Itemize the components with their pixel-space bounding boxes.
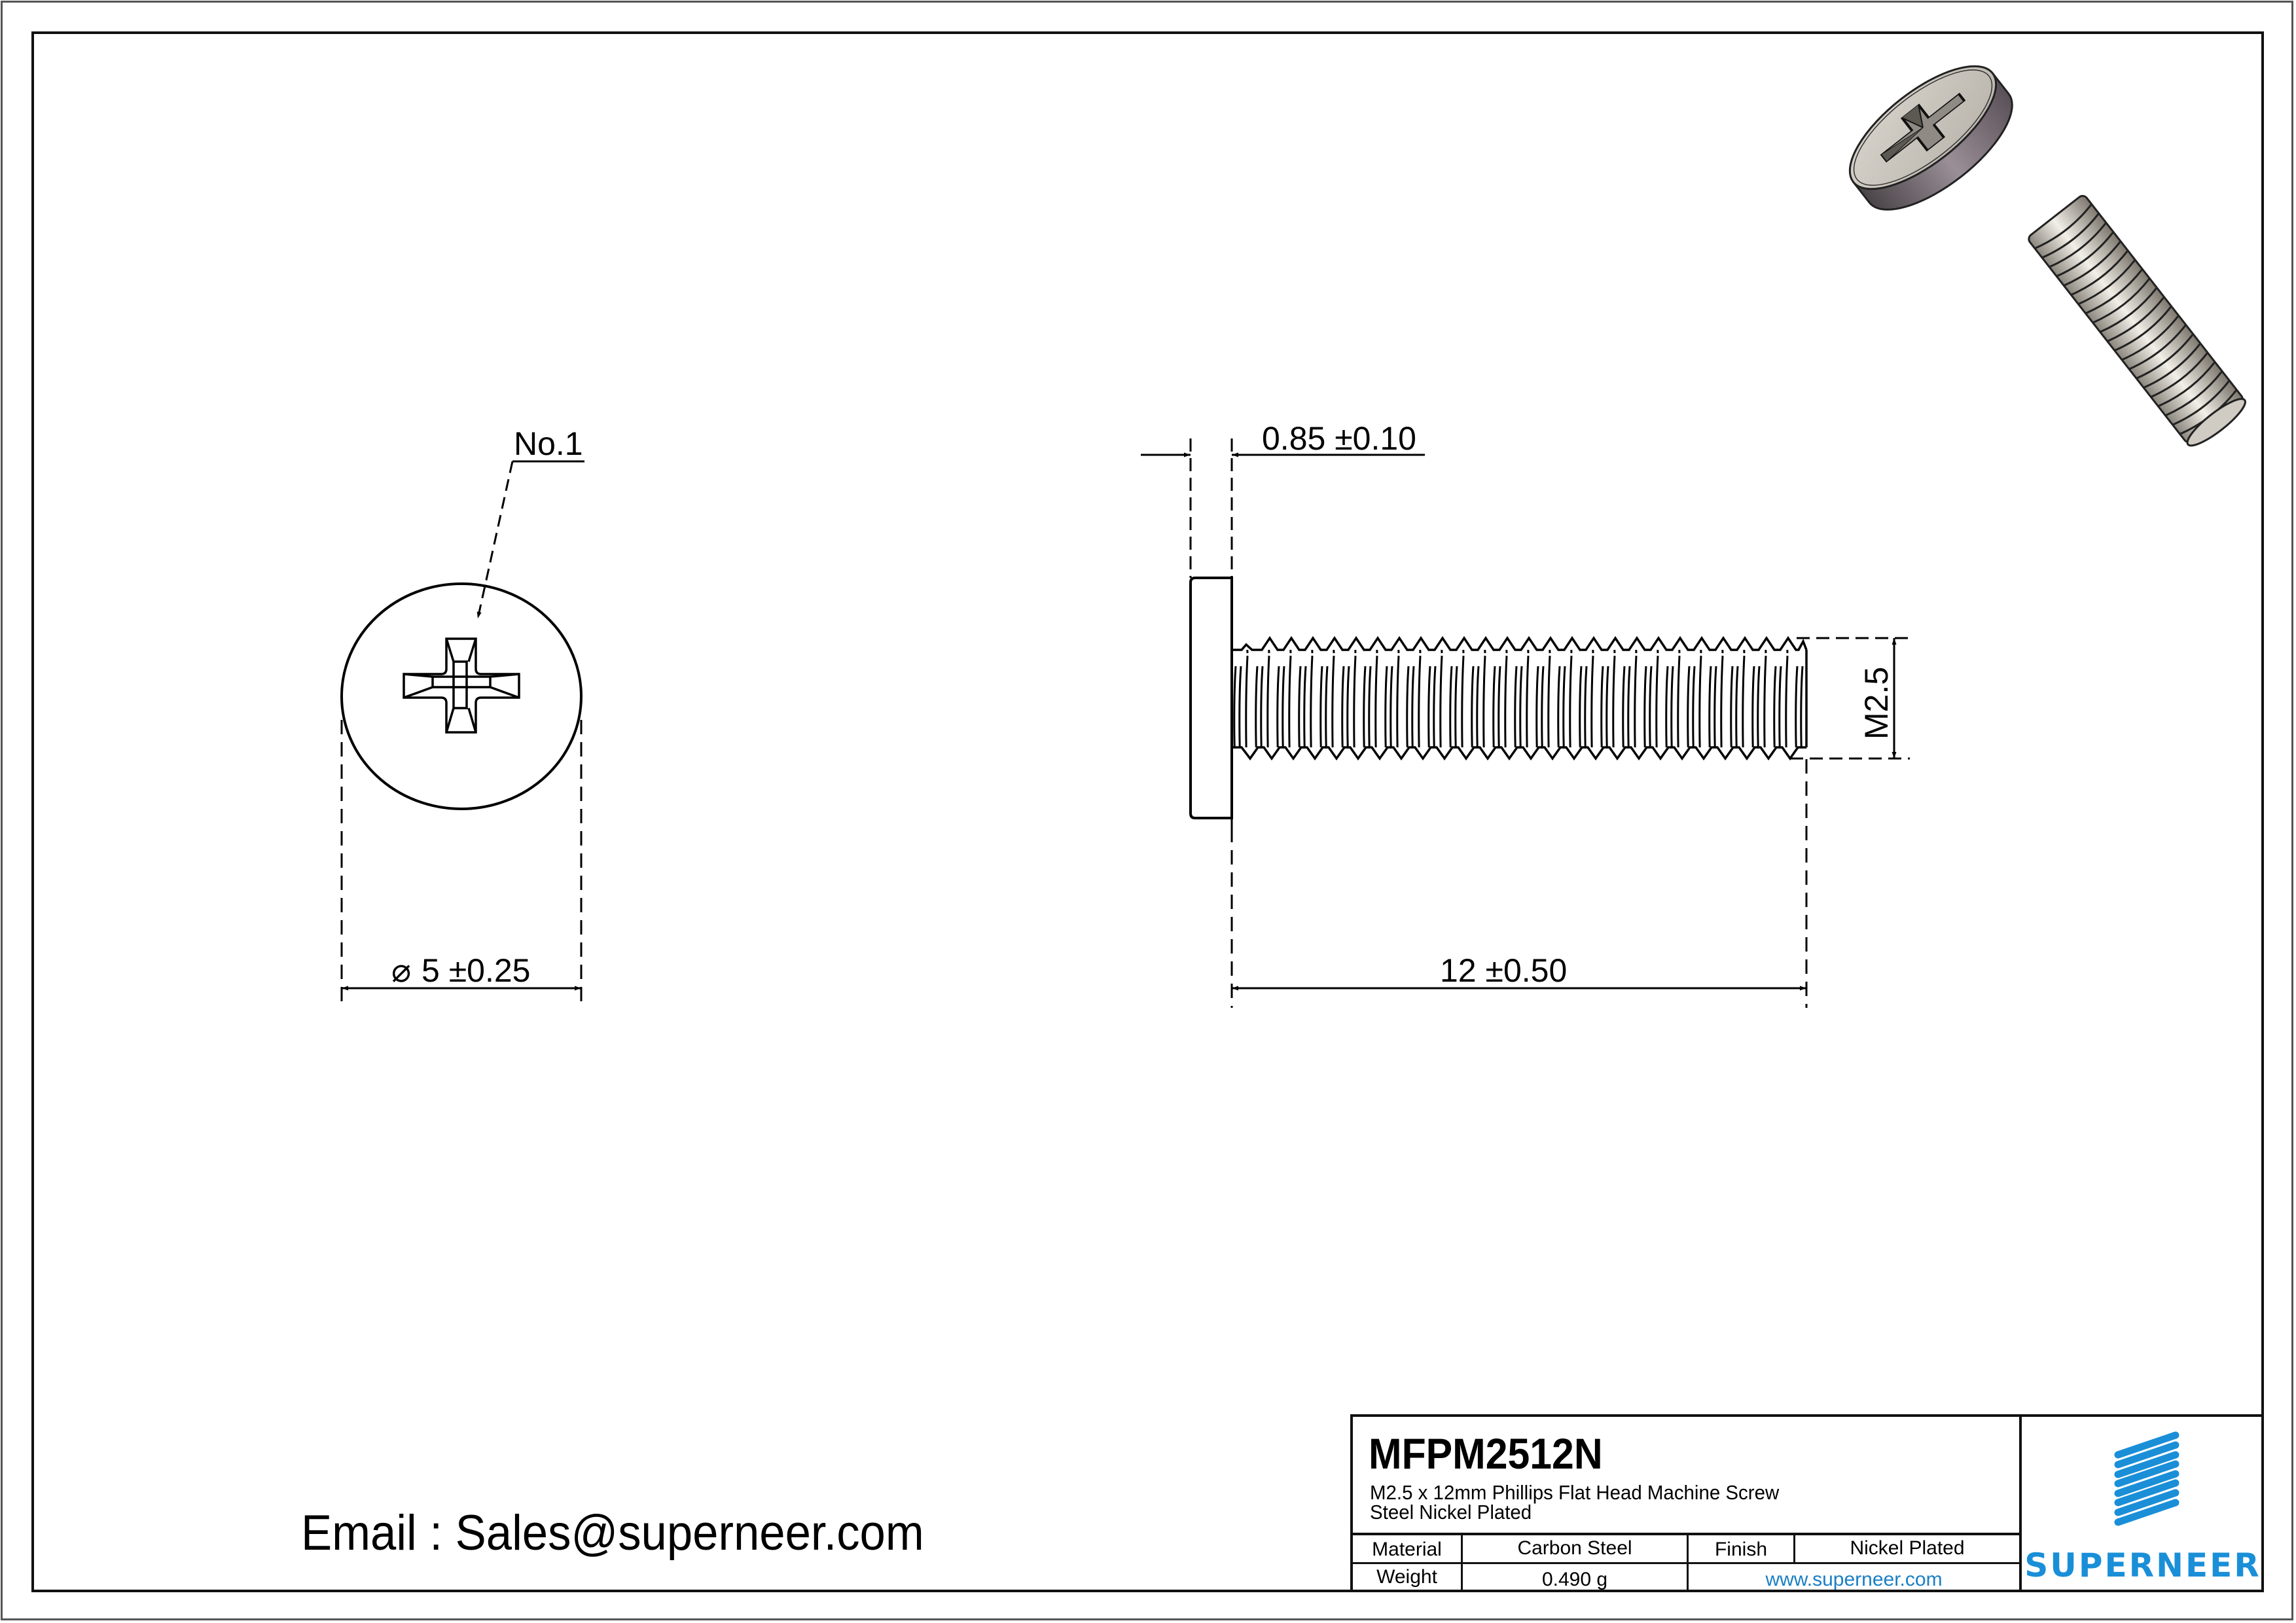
front-view: No.1 ⌀ 5 ±0.25: [340, 425, 584, 1008]
contact-email[interactable]: Email : Sales@superneer.com: [301, 1505, 924, 1561]
finish-value: Nickel Plated: [1850, 1537, 1965, 1559]
isometric-screw-render: [1848, 65, 2246, 447]
screw-head-profile: [1189, 577, 1233, 819]
divider: [1687, 1533, 1689, 1592]
website-link[interactable]: www.superneer.com: [1765, 1569, 1943, 1590]
divider: [1793, 1533, 1795, 1563]
brand-wordmark: SUPERNEER: [2024, 1546, 2261, 1584]
drawing-frame: [31, 31, 2264, 1592]
head-thickness-dimension-text: 0.85 ±0.10: [1262, 420, 1416, 457]
finish-label: Finish: [1714, 1539, 1768, 1560]
thread-body: [1233, 650, 1806, 747]
part-description-line1: M2.5 x 12mm Phillips Flat Head Machine S…: [1370, 1481, 1780, 1504]
diameter-symbol-icon: ⌀: [391, 952, 411, 989]
head-circle: [340, 582, 583, 810]
divider: [1353, 1562, 2019, 1564]
weight-value: 0.490 g: [1541, 1569, 1608, 1590]
title-block-header: MFPM2512N M2.5 x 12mm Phillips Flat Head…: [1353, 1417, 2019, 1533]
part-number: MFPM2512N: [1369, 1429, 1603, 1478]
phillips-recess-icon: [403, 637, 520, 734]
brand-logo-panel: SUPERNEER: [2019, 1417, 2264, 1592]
title-block-properties: Material Carbon Steel Finish Nickel Plat…: [1353, 1533, 2019, 1592]
side-view: 0.85 ±0.10 M2.5 12 ±0.50: [1141, 420, 1910, 1008]
part-description-line2: Steel Nickel Plated: [1370, 1501, 1532, 1524]
title-block: MFPM2512N M2.5 x 12mm Phillips Flat Head…: [1350, 1414, 2264, 1592]
divider: [1461, 1533, 1463, 1592]
superneer-logo-icon: [2114, 1431, 2179, 1526]
length-dimension-text: 12 ±0.50: [1440, 952, 1567, 989]
material-label: Material: [1372, 1539, 1442, 1560]
weight-label: Weight: [1376, 1566, 1437, 1588]
leader-label-no1: No.1: [514, 425, 583, 462]
divider: [1353, 1533, 2019, 1535]
diameter-dimension-text: 5 ±0.25: [422, 952, 530, 989]
material-value: Carbon Steel: [1517, 1537, 1632, 1559]
thread-size-dimension-text: M2.5: [1858, 667, 1895, 740]
